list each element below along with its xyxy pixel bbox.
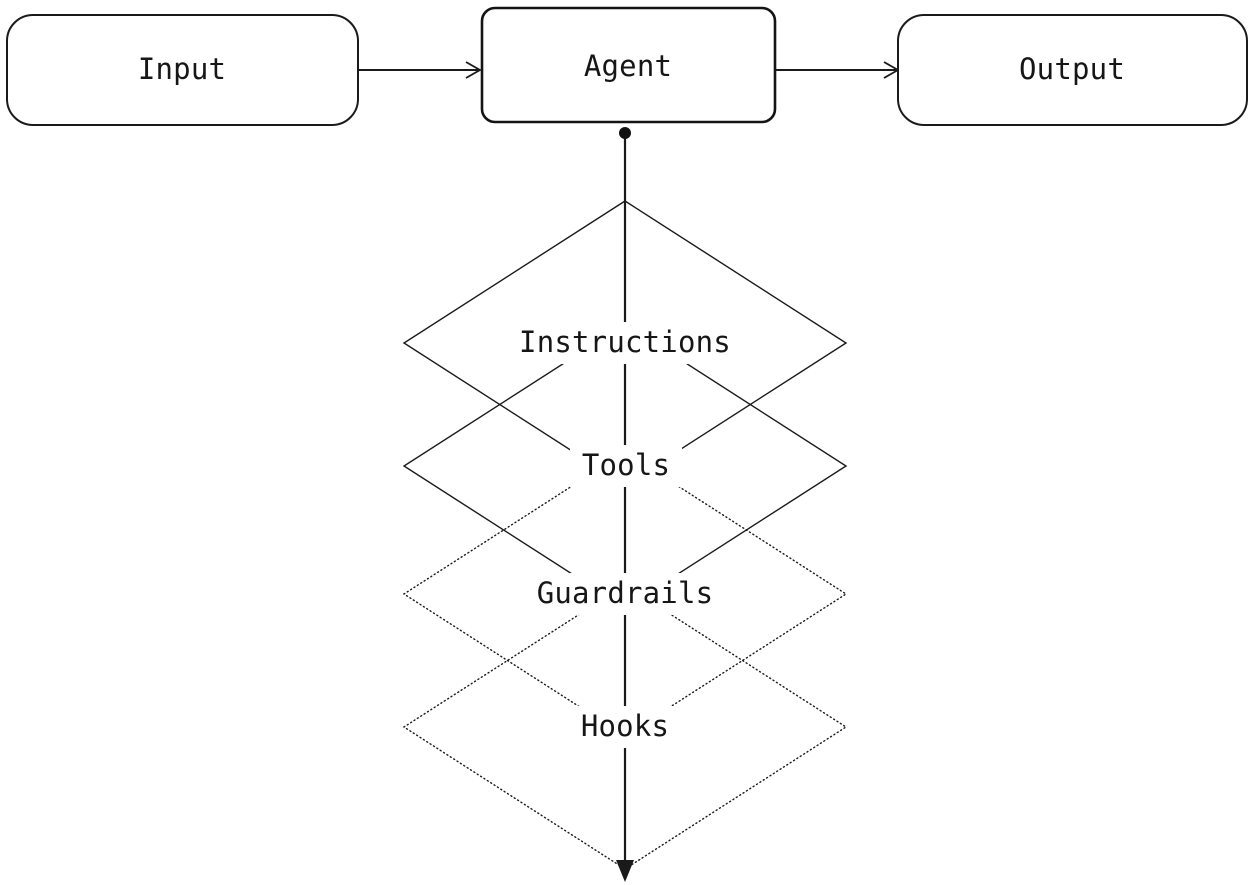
layer-instructions-label: Instructions [519, 325, 731, 359]
layer-hooks[interactable] [402, 584, 848, 870]
layer-hooks-diamond [402, 584, 848, 870]
layer-hooks-label-backdrop [568, 706, 683, 748]
layer-instructions-label-backdrop [505, 322, 745, 364]
agent-spine [616, 127, 634, 882]
layer-hooks-label-group: Hooks [568, 706, 683, 748]
layer-instructions-label-group: Instructions [505, 322, 745, 364]
output-node[interactable]: Output [897, 14, 1248, 126]
agent-box-shape [480, 6, 777, 124]
input-to-agent-arrowhead [465, 61, 482, 79]
spine-start-dot-icon [619, 127, 631, 139]
input-label: Input [138, 52, 226, 86]
input-to-agent-arrow [358, 61, 482, 79]
spine-arrowhead-down-icon [616, 860, 634, 882]
layer-guardrails-label: Guardrails [537, 576, 714, 610]
agent-node[interactable]: Agent [480, 6, 777, 124]
layer-tools-label: Tools [582, 448, 670, 482]
layer-tools-label-backdrop [570, 445, 682, 487]
agent-to-output-arrow [776, 61, 900, 79]
input-node[interactable]: Input [6, 14, 359, 126]
output-label: Output [1019, 52, 1125, 86]
layer-guardrails-label-backdrop [525, 573, 725, 615]
layer-guardrails-label-group: Guardrails [525, 573, 725, 615]
agent-label: Agent [584, 49, 672, 83]
output-box-shape [897, 14, 1248, 126]
layer-tools-label-group: Tools [570, 445, 682, 487]
layer-hooks-label: Hooks [581, 709, 669, 743]
